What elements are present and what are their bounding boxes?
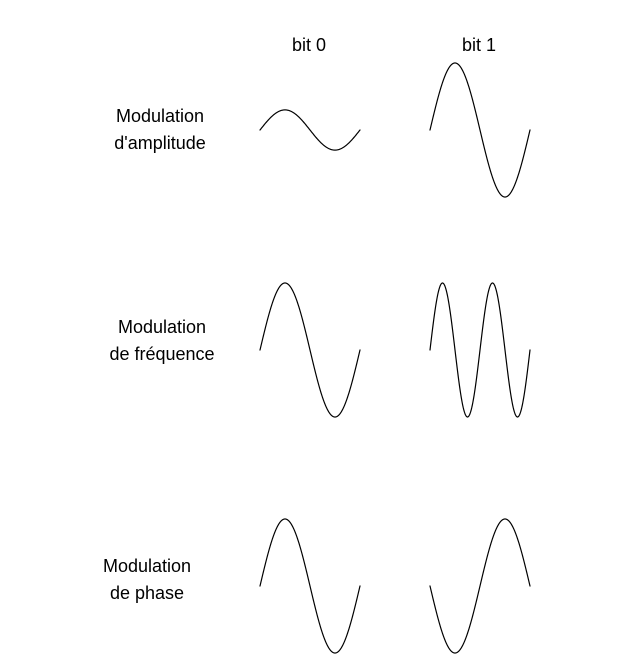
wave-frequency-bit-1	[429, 282, 531, 418]
row-label-line: Modulation	[102, 556, 192, 576]
wave-frequency-bit-0	[259, 282, 361, 418]
wave-phase-bit-1	[429, 518, 531, 654]
column-header-bit-0: bit 0	[291, 35, 327, 55]
row-label-line: Modulation	[117, 317, 207, 337]
wave-amplitude-bit-0	[259, 109, 361, 151]
row-label-line: d'amplitude	[114, 133, 206, 153]
row-label-line: Modulation	[115, 106, 205, 126]
wave-amplitude-bit-1	[429, 62, 531, 198]
row-label-frequency-modulation: Modulation de fréquence	[62, 314, 262, 368]
row-label-line: de phase	[109, 583, 185, 603]
row-label-line: de fréquence	[109, 344, 215, 364]
column-header-bit-1: bit 1	[461, 35, 497, 55]
wave-phase-bit-0	[259, 518, 361, 654]
row-label-phase-modulation: Modulation de phase	[47, 553, 247, 607]
row-label-amplitude-modulation: Modulation d'amplitude	[60, 103, 260, 157]
